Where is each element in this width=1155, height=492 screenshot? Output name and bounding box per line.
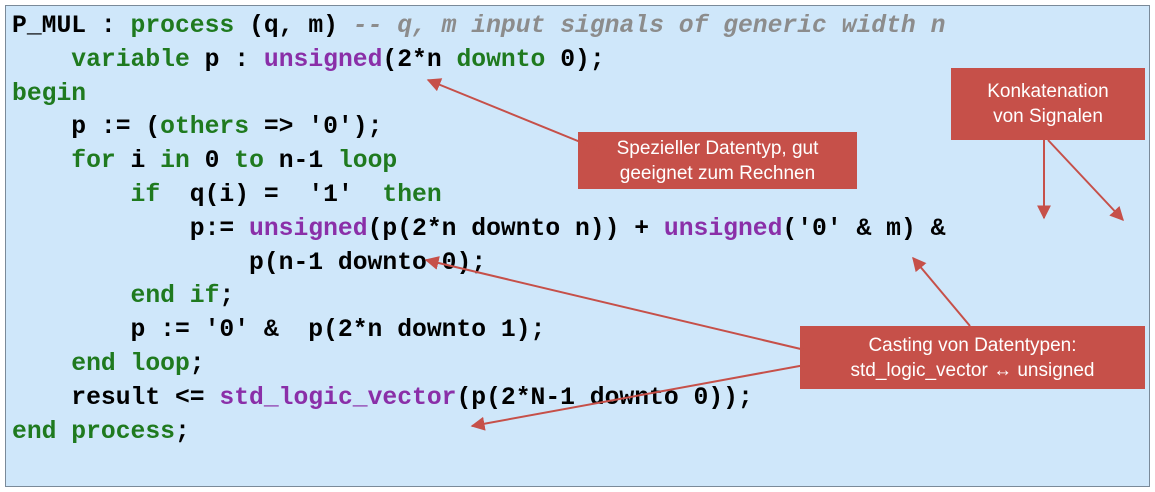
keyword-token: end if [130, 282, 220, 311]
keyword-token: end loop [71, 349, 190, 378]
vhdl-code-listing: P_MUL : process (q, m) -- q, m input sig… [12, 10, 945, 449]
code-token: => '0'); [249, 113, 383, 142]
keyword-token: in [160, 147, 190, 176]
code-token: ; [189, 349, 205, 378]
code-token: i [115, 147, 161, 176]
keyword-token: variable [71, 45, 190, 74]
code-token: (p(2*n downto n)) + [367, 214, 664, 243]
code-line: begin [12, 78, 945, 112]
code-token: n-1 [263, 147, 338, 176]
code-token: q(i) = '1' [160, 180, 383, 209]
keyword-token: loop [337, 147, 398, 176]
callout-casting-line2: std_logic_vector ↔ unsigned [850, 359, 1095, 381]
code-token: p := ( [12, 113, 161, 142]
code-token: 0); [545, 45, 605, 74]
code-line: end process; [12, 416, 945, 450]
keyword-token: begin [12, 79, 87, 108]
code-line: p(n-1 downto 0); [12, 247, 945, 281]
callout-concat-line2: von Signalen [993, 106, 1103, 127]
code-line: P_MUL : process (q, m) -- q, m input sig… [12, 10, 945, 44]
code-token: ; [219, 282, 235, 311]
keyword-token: others [160, 113, 250, 142]
code-token: P_MUL : [12, 12, 131, 40]
code-token: (q, m) [234, 12, 353, 40]
code-line: end if; [12, 280, 945, 314]
code-line: p := (others => '0'); [12, 111, 945, 145]
code-token: (p(2*N-1 downto 0)); [456, 383, 753, 412]
keyword-token: for [71, 147, 116, 176]
code-token: result <= [12, 383, 220, 412]
callout-concat-line1: Konkatenation [987, 81, 1109, 102]
code-token: p(n-1 downto 0); [12, 248, 487, 277]
arrow-casting-to-std-logic-vector [470, 364, 806, 431]
keyword-token: process [130, 12, 235, 40]
type-token: std_logic_vector [219, 383, 457, 412]
comment-token: -- q, m input signals of generic width n [352, 12, 946, 40]
type-token: unsigned [263, 45, 383, 74]
code-token: p := '0' & p(2*n downto 1); [12, 316, 546, 345]
arrow-datatype-to-unsigned [426, 78, 601, 151]
code-line: p:= unsigned(p(2*n downto n)) + unsigned… [12, 213, 946, 247]
keyword-token: to [234, 147, 264, 176]
code-token: p : [189, 45, 264, 74]
code-token: ; [174, 417, 190, 446]
type-token: unsigned [249, 214, 368, 243]
arrow-concat-to-second-ampersand [1047, 139, 1124, 222]
callout-casting: Casting von Datentypen: std_logic_vector… [800, 326, 1145, 389]
arrow-casting-to-first-unsigned [424, 256, 806, 351]
callout-datatype-line1: Spezieller Datentyp, gut [616, 137, 819, 159]
keyword-token: end process [12, 417, 175, 446]
code-token: p:= [12, 214, 250, 243]
callout-datatype-line2: geeignet zum Rechnen [619, 162, 816, 184]
code-line: if q(i) = '1' then [12, 179, 945, 213]
code-line: result <= std_logic_vector(p(2*N-1 downt… [12, 382, 945, 416]
keyword-token: if [130, 180, 161, 209]
code-line: end loop; [12, 348, 945, 382]
type-token: unsigned [663, 214, 783, 243]
code-line: for i in 0 to n-1 loop [12, 145, 945, 179]
code-token: (2*n [382, 45, 457, 74]
code-line: variable p : unsigned(2*n downto 0); [12, 44, 945, 78]
keyword-token: then [382, 180, 442, 209]
callout-concat: Konkatenation von Signalen [951, 68, 1145, 140]
code-token: 0 [189, 147, 235, 176]
callout-casting-line1: Casting von Datentypen: [868, 334, 1077, 356]
arrow-casting-to-second-unsigned [912, 256, 971, 327]
keyword-token: downto [456, 45, 546, 74]
code-token: ('0' & m) & [782, 214, 946, 243]
code-line: p := '0' & p(2*n downto 1); [12, 314, 945, 348]
callout-datatype: Spezieller Datentyp, gut geeignet zum Re… [578, 132, 857, 189]
